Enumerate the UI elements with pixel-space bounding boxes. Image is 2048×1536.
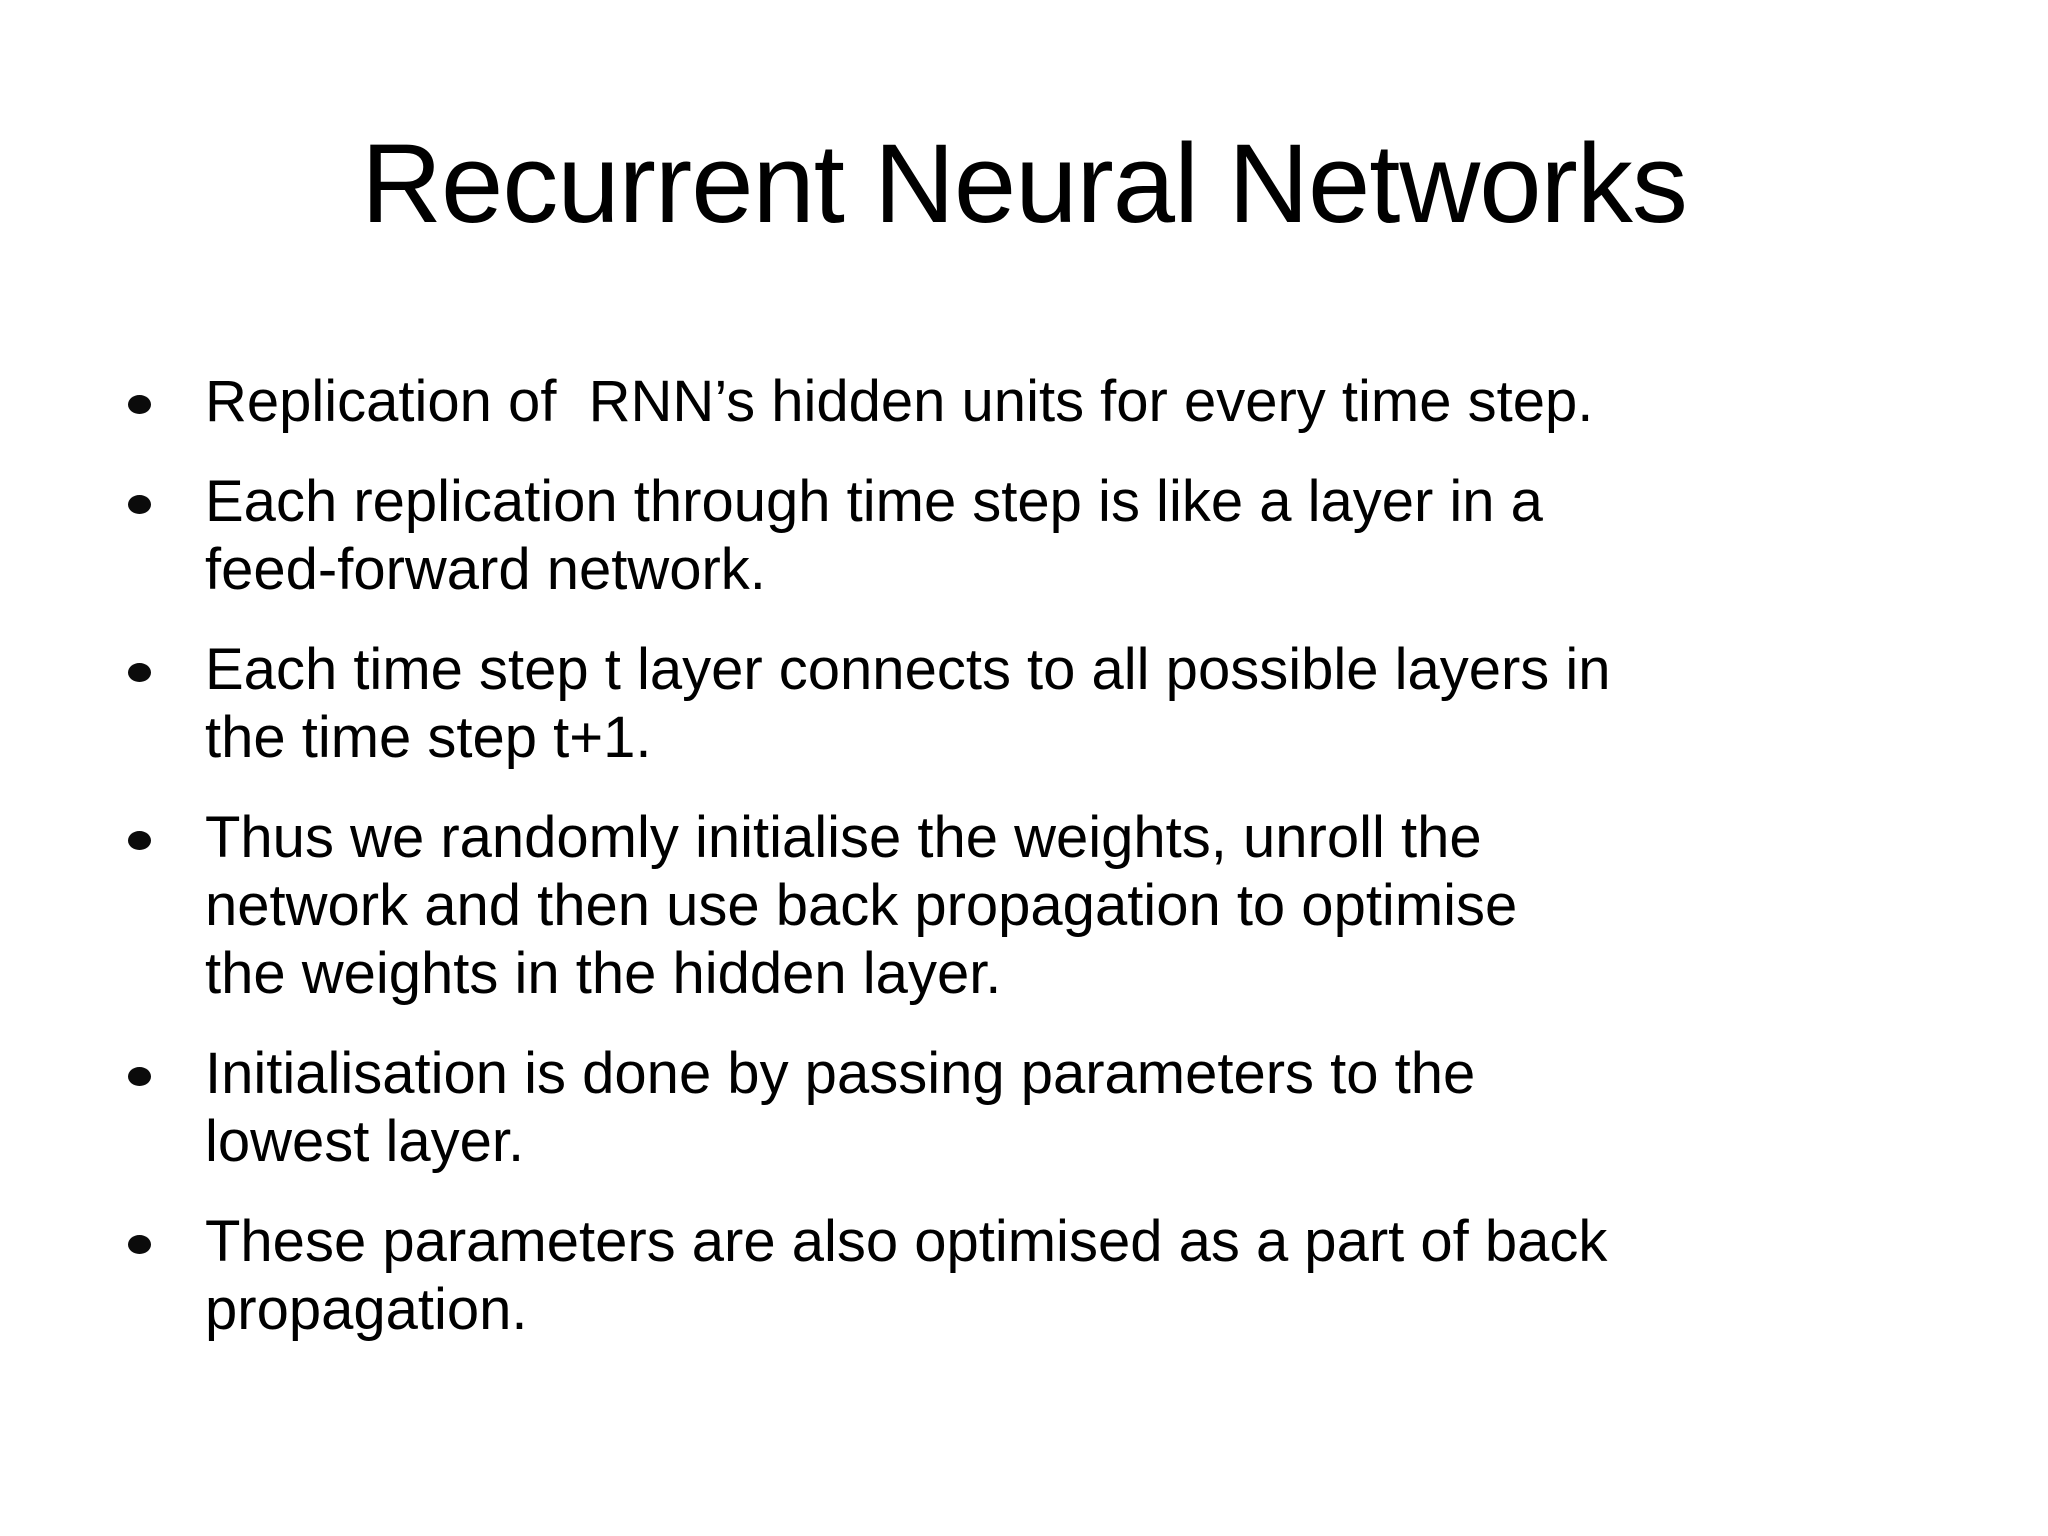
bullet-text: These parameters are also optimised as a… [205,1209,1608,1342]
bullet-text: Initialisation is done by passing parame… [205,1041,1476,1174]
slide-title: Recurrent Neural Networks [361,121,1688,246]
list-item: These parameters are also optimised as a… [128,1208,1930,1344]
list-item: Initialisation is done by passing parame… [128,1040,1930,1176]
bullet-icon [128,831,151,850]
bullet-icon [128,663,151,682]
bullet-list: Replication of RNN’s hidden units for ev… [128,368,1930,1344]
bullet-text: Each replication through time step is li… [205,469,1543,602]
list-item: Each time step t layer connects to all p… [128,636,1930,772]
bullet-icon [128,1235,151,1254]
list-item: Each replication through time step is li… [128,468,1930,604]
bullet-text: Replication of RNN’s hidden units for ev… [205,369,1594,434]
list-item: Thus we randomly initialise the weights,… [128,804,1930,1008]
bullet-text: Thus we randomly initialise the weights,… [205,805,1518,1006]
list-item: Replication of RNN’s hidden units for ev… [128,368,1930,436]
bullet-text: Each time step t layer connects to all p… [205,637,1611,770]
bullet-icon [128,395,151,414]
bullet-icon [128,495,151,514]
bullet-icon [128,1067,151,1086]
